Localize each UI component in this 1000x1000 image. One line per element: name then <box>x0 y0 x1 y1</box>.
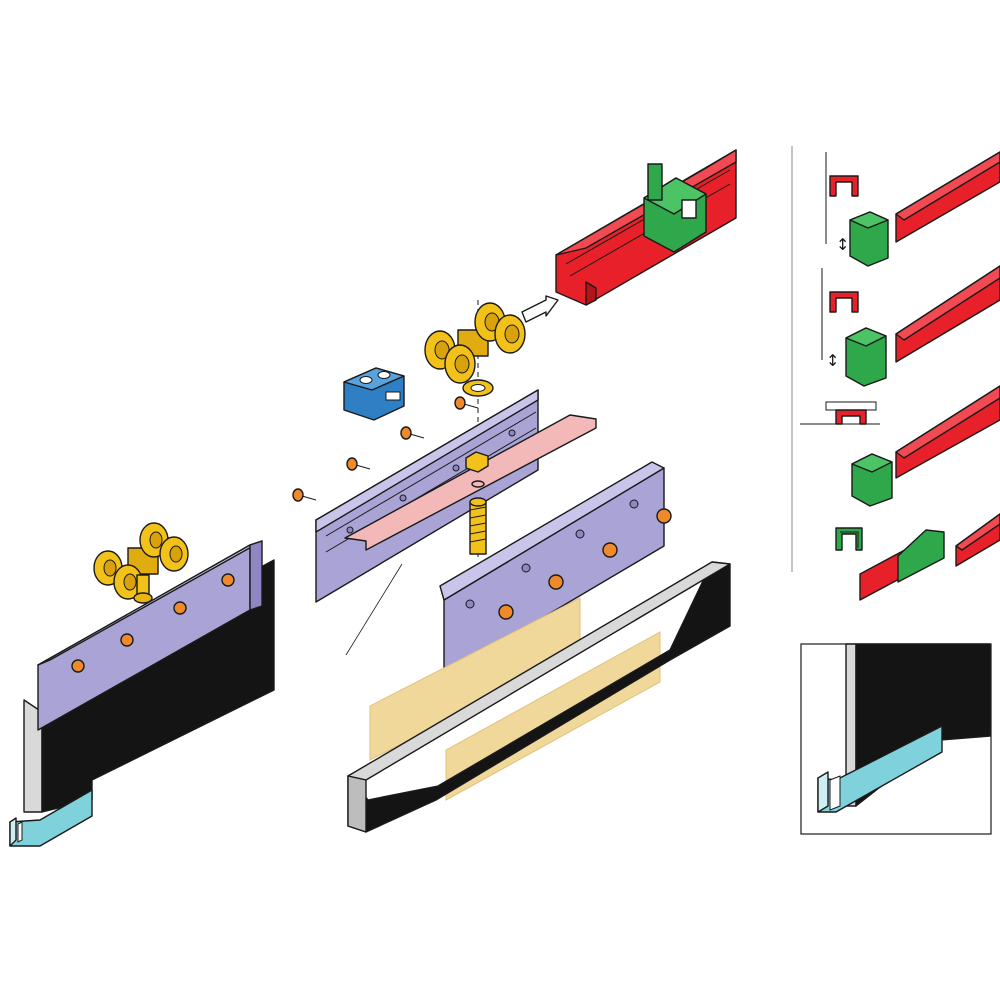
plate-screws <box>71 573 235 673</box>
option-wall-bracket: ↕ <box>821 265 1000 387</box>
track-clamp <box>643 163 707 253</box>
joint-connector <box>897 529 945 583</box>
screw <box>656 508 672 524</box>
option-ceiling-mount <box>800 385 1000 507</box>
wheel-carriage <box>93 522 189 604</box>
front-plate-screws <box>498 508 672 620</box>
exploded-view <box>292 149 737 833</box>
screw <box>71 659 85 673</box>
screws-exploded <box>292 396 479 502</box>
blue-stopper <box>343 367 405 421</box>
screw <box>602 542 618 558</box>
screw <box>454 396 466 410</box>
bottom-guide-detail <box>800 643 992 835</box>
screw <box>120 633 134 647</box>
mounting-options: ↕ ↕ <box>791 146 1000 601</box>
insert-arrow <box>521 295 559 323</box>
assembled-door-left <box>9 522 275 847</box>
screw <box>346 457 358 471</box>
option-track-joint <box>835 513 1000 601</box>
screw <box>173 601 187 615</box>
option-wall-mount: ↕ <box>825 151 1000 267</box>
screw <box>498 604 514 620</box>
screw <box>400 426 412 440</box>
screw <box>221 573 235 587</box>
svg-text:↕: ↕ <box>836 235 849 254</box>
wheel-carriage-exploded <box>424 302 526 384</box>
screw <box>292 488 304 502</box>
hex-nut <box>465 451 489 473</box>
svg-text:↕: ↕ <box>826 351 839 370</box>
screw <box>548 574 564 590</box>
pink-insert-strip <box>344 414 597 551</box>
